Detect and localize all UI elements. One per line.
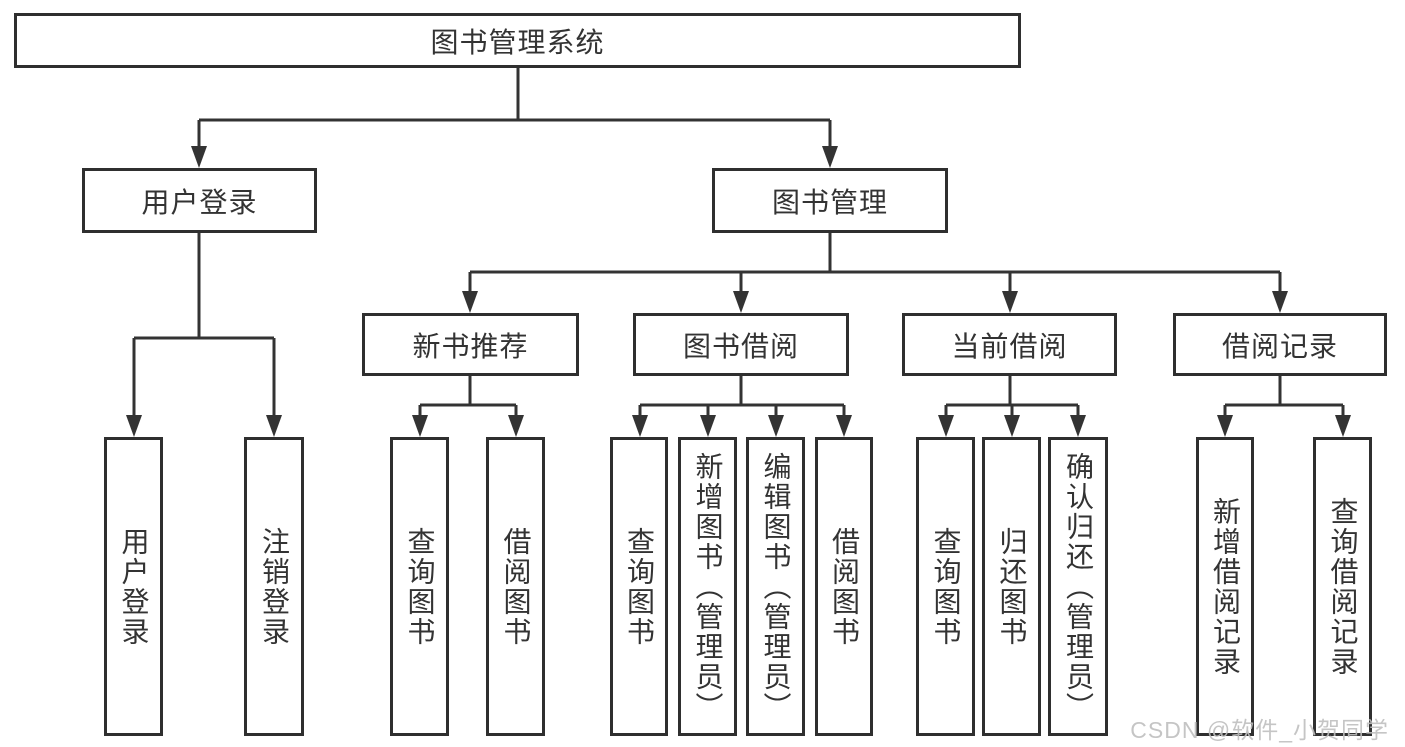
leaf-add-borrow-record-label: 新增借阅记录 <box>1210 496 1241 677</box>
node-user-login-label: 用户登录 <box>141 186 258 218</box>
arrow-down-icon <box>632 415 648 437</box>
arrow-down-icon <box>938 415 954 437</box>
leaf-return-book-label: 归还图书 <box>996 526 1028 647</box>
node-current-borrow-label: 当前借阅 <box>951 330 1068 362</box>
arrow-down-icon <box>822 146 838 168</box>
arrow-down-icon <box>700 415 716 437</box>
node-user-login: 用户登录 <box>82 168 317 233</box>
arrow-down-icon <box>412 415 428 437</box>
node-book-mgmt: 图书管理 <box>712 168 948 233</box>
node-root: 图书管理系统 <box>14 13 1021 68</box>
arrow-down-icon <box>1004 415 1020 437</box>
leaf-borrow-books-recommend: 借阅图书 <box>486 437 545 736</box>
leaf-user-login: 用户登录 <box>104 437 163 736</box>
arrow-down-icon <box>836 415 852 437</box>
arrow-down-icon <box>1070 415 1086 437</box>
arrow-down-icon <box>1217 415 1233 437</box>
connector-root-branch <box>197 66 832 150</box>
leaf-query-books-current-label: 查询图书 <box>930 526 962 647</box>
node-book-mgmt-label: 图书管理 <box>771 186 888 218</box>
connector-new-book-branch <box>418 374 518 419</box>
leaf-add-book-admin-label: 新增图书（管理员） <box>692 451 724 722</box>
csdn-watermark: CSDN @软件_小贺同学 <box>1130 717 1389 743</box>
node-new-book-recommend: 新书推荐 <box>362 313 579 376</box>
leaf-user-login-label: 用户登录 <box>118 526 150 647</box>
leaf-query-books-borrow-label: 查询图书 <box>624 526 655 647</box>
arrow-down-icon <box>1002 291 1018 313</box>
leaf-confirm-return-admin: 确认归还（管理员） <box>1048 437 1108 736</box>
arrow-down-icon <box>733 291 749 313</box>
connector-user-login-branch <box>132 231 276 419</box>
leaf-query-books-current: 查询图书 <box>916 437 975 736</box>
leaf-confirm-return-admin-label: 确认归还（管理员） <box>1063 451 1094 722</box>
leaf-add-book-admin: 新增图书（管理员） <box>678 437 737 736</box>
leaf-edit-book-admin-label: 编辑图书（管理员） <box>760 451 792 722</box>
leaf-logout: 注销登录 <box>244 437 304 736</box>
leaf-return-book: 归还图书 <box>982 437 1041 736</box>
arrow-down-icon <box>191 146 207 168</box>
connector-book-borrow-branch <box>638 374 846 419</box>
node-borrow-records-label: 借阅记录 <box>1221 330 1338 362</box>
leaf-query-borrow-record-label: 查询借阅记录 <box>1327 496 1359 677</box>
arrow-down-icon <box>768 415 784 437</box>
connector-borrow-record-branch <box>1223 374 1345 419</box>
arrow-down-icon <box>508 415 524 437</box>
node-root-label: 图书管理系统 <box>430 26 605 58</box>
leaf-borrow-books: 借阅图书 <box>815 437 873 736</box>
leaf-query-books-recommend: 查询图书 <box>390 437 449 736</box>
node-book-borrow-label: 图书借阅 <box>682 330 799 362</box>
leaf-query-books-recommend-label: 查询图书 <box>404 526 436 647</box>
node-borrow-records: 借阅记录 <box>1173 313 1387 376</box>
arrow-down-icon <box>266 415 282 437</box>
leaf-logout-label: 注销登录 <box>259 526 290 647</box>
leaf-borrow-books-label: 借阅图书 <box>829 526 860 647</box>
connector-book-mgmt-branch <box>468 231 1282 295</box>
leaf-borrow-books-recommend-label: 借阅图书 <box>500 526 532 647</box>
node-book-borrow: 图书借阅 <box>633 313 849 376</box>
node-new-book-recommend-label: 新书推荐 <box>412 330 529 362</box>
arrow-down-icon <box>462 291 478 313</box>
leaf-query-borrow-record: 查询借阅记录 <box>1313 437 1372 736</box>
leaf-add-borrow-record: 新增借阅记录 <box>1196 437 1254 736</box>
arrow-down-icon <box>1272 291 1288 313</box>
leaf-edit-book-admin: 编辑图书（管理员） <box>746 437 805 736</box>
node-current-borrow: 当前借阅 <box>902 313 1117 376</box>
leaf-query-books-borrow: 查询图书 <box>610 437 668 736</box>
arrow-down-icon <box>126 415 142 437</box>
connector-current-borrow-branch <box>944 374 1080 419</box>
arrow-down-icon <box>1335 415 1351 437</box>
